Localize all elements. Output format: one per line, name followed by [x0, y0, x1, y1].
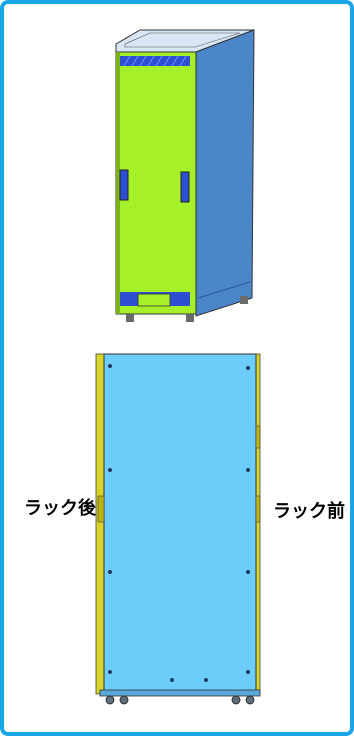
vent-stripe-top [120, 56, 190, 66]
label-rack-rear: ラック後 [24, 498, 96, 519]
rack-3d-illustration [115, 29, 255, 322]
label-rack-front: ラック前 [273, 501, 345, 522]
door-handle-left [119, 169, 129, 201]
side-panel [103, 353, 257, 693]
rack-side-face [195, 29, 255, 317]
door-handle-right [180, 171, 190, 203]
rack-side-view [95, 353, 261, 705]
